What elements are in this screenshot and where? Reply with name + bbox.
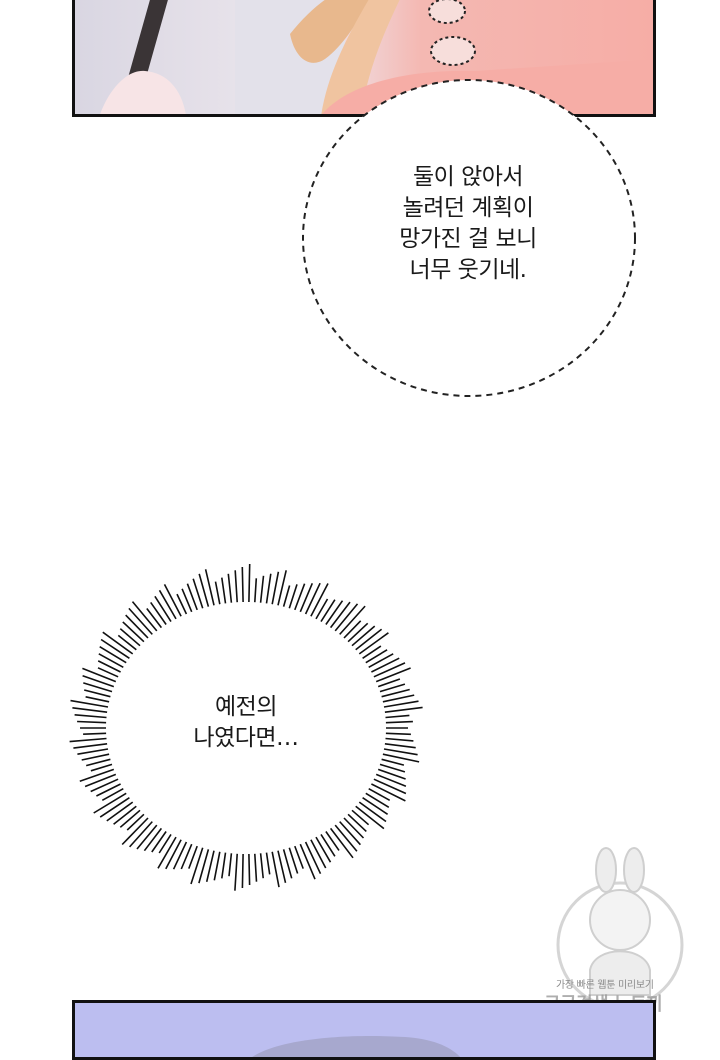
watermark-mascot-icon bbox=[556, 847, 684, 1009]
burst-bubble-text: 예전의 나였다면… bbox=[146, 692, 346, 754]
burst-spikes bbox=[69, 563, 423, 891]
burst-bubble bbox=[69, 563, 423, 891]
watermark-caption: 가장 빠른 웹툰 미리보기 bbox=[556, 980, 654, 991]
burst-line-1: 예전의 bbox=[215, 694, 277, 720]
thought-line-1: 둘이 앉아서 bbox=[412, 164, 524, 190]
comic-panel-bottom bbox=[72, 1000, 656, 1060]
burst-line-2: 나였다면… bbox=[193, 725, 299, 751]
thought-bubble bbox=[302, 79, 636, 397]
thought-bubble-text: 둘이 앉아서 놀려던 계획이 망가진 걸 보니 너무 웃기네. bbox=[368, 162, 568, 286]
burst-fill bbox=[108, 604, 384, 852]
thought-line-4: 너무 웃기네. bbox=[409, 257, 527, 283]
thought-line-3: 망가진 걸 보니 bbox=[399, 226, 537, 252]
panel-bottom-illustration bbox=[252, 1036, 461, 1057]
thought-line-2: 놀려던 계획이 bbox=[402, 195, 534, 221]
